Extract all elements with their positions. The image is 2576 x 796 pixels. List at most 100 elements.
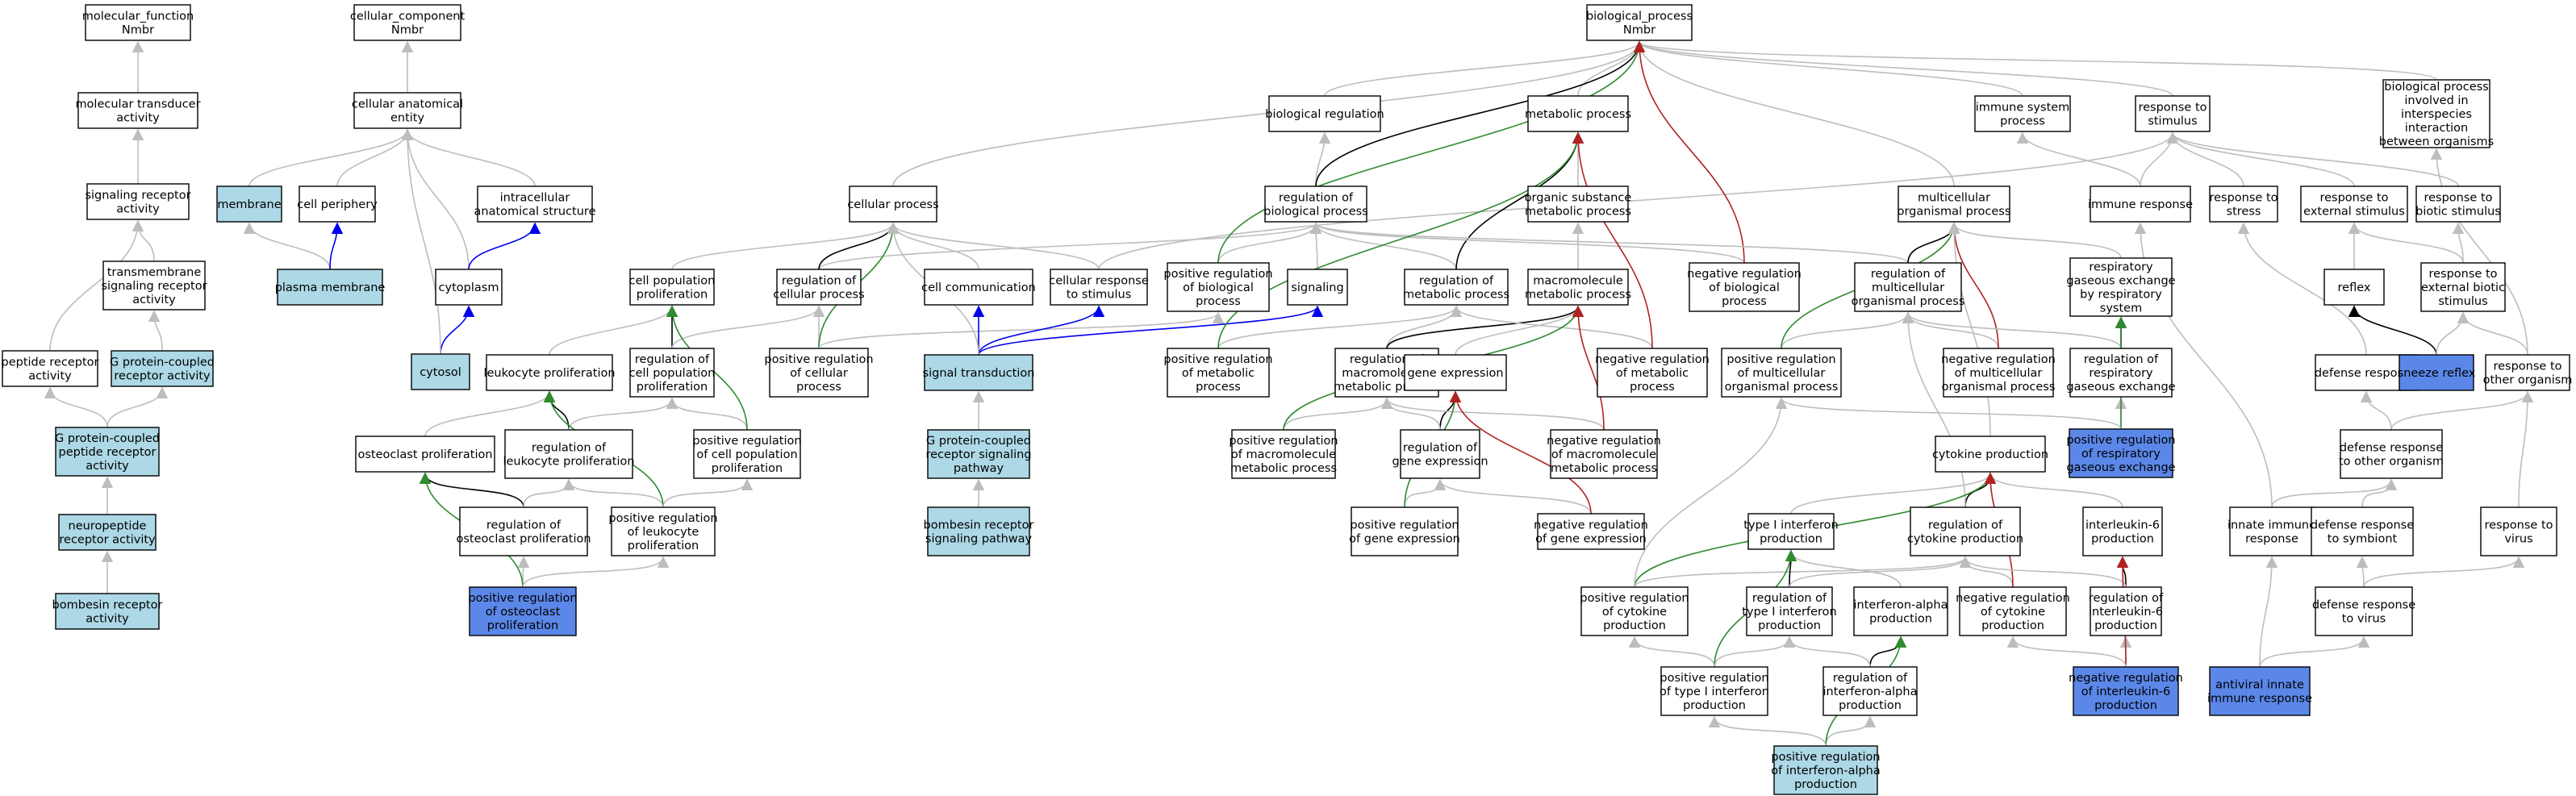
edge-drtv-to-drts [2356,556,2369,588]
node-box [299,185,376,223]
node-ge[interactable]: gene expression [1404,354,1507,391]
node-label-line: proliferation [628,540,699,552]
node-reflex[interactable]: reflex [2323,269,2385,306]
node-sneeze[interactable]: sneeze reflex [2398,354,2476,391]
edge-rbp-to-breg [1315,131,1331,187]
node-label-line: signaling receptor [85,190,190,202]
node-label-line: of type I interferon [1660,686,1769,698]
node-box [55,593,160,630]
node-cellp[interactable]: cellular process [847,185,939,223]
node-breg[interactable]: biological regulation [1265,95,1384,132]
node-sig[interactable]: signaling [1287,269,1348,306]
node-metab[interactable]: metabolic process [1525,95,1631,132]
node-st[interactable]: signal transduction [923,354,1035,391]
edge-rebs-to-rext [2348,222,2464,264]
node-cytosol[interactable]: cytosol [411,353,470,390]
node-ir[interactable]: immune response [2088,185,2193,223]
node-cper[interactable]: cell periphery [297,185,378,223]
node-mem[interactable]: membrane [216,185,282,223]
node-pm[interactable]: plasma membrane [275,269,386,306]
node-ccomm[interactable]: cell communication [921,269,1036,306]
edge-gpcra-to-tsra [148,310,163,352]
edge-prmp-to-metab [1217,131,1584,349]
edge-cper-to-cae [336,128,414,187]
node-lp[interactable]: leukocyte proliferation [483,354,616,391]
node-op[interactable]: osteoclast proliferation [355,436,495,473]
node-cyto[interactable]: cytoplasm [435,269,503,306]
node-cp[interactable]: cytokine production [1932,436,2048,473]
